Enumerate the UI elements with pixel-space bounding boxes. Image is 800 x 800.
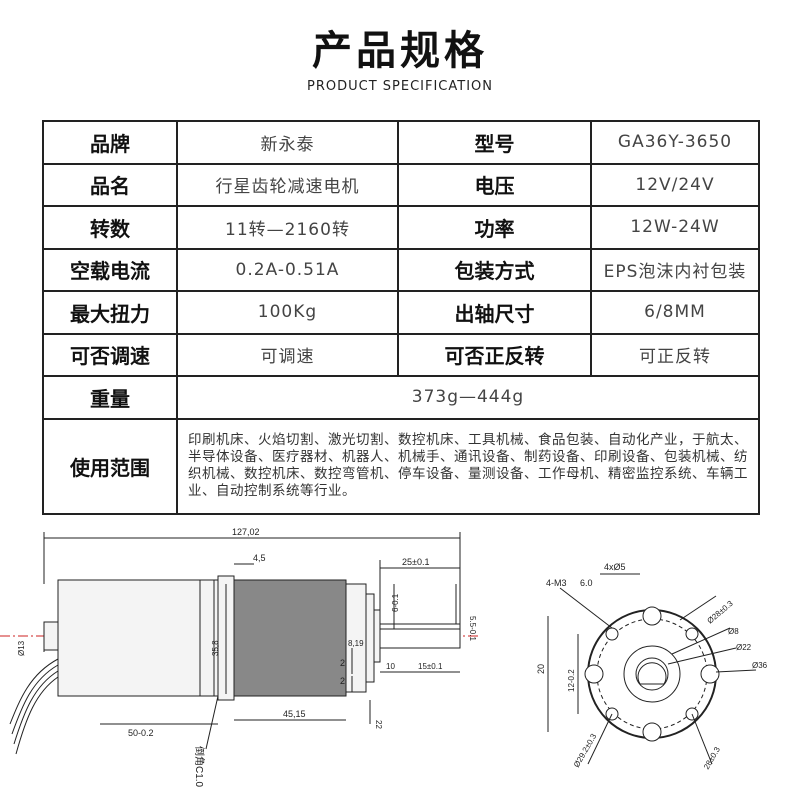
dim-20: 20 — [536, 664, 546, 674]
spec-table: 品牌 新永泰 型号 GA36Y-3650 品名 行星齿轮减速电机 电压 12V/… — [42, 120, 760, 515]
brand-label: 品牌 — [42, 120, 178, 165]
wire — [15, 676, 59, 755]
weight-value: 373g—444g — [176, 375, 760, 420]
adjust-label: 可否调速 — [42, 332, 178, 377]
model-value: GA36Y-3650 — [590, 120, 760, 165]
front-view — [547, 573, 757, 765]
dim-28b: 28±0.3 — [702, 745, 722, 771]
dia-8: Ø8 — [728, 627, 739, 636]
speed-value: 11转—2160转 — [176, 205, 399, 250]
boss-circle — [623, 645, 681, 703]
torque-label: 最大扭力 — [42, 290, 178, 335]
dim-25: 25±0.1 — [402, 557, 429, 567]
noload-label: 空载电流 — [42, 247, 178, 292]
power-value: 12W-24W — [590, 205, 760, 250]
wire — [13, 670, 59, 745]
adjust-value: 可调速 — [176, 332, 399, 377]
shaft-circle — [635, 657, 669, 691]
voltage-value: 12V/24V — [590, 162, 760, 207]
gearbox — [233, 579, 347, 697]
dim-2b: 2 — [340, 676, 345, 686]
dim-13: Ø13 — [17, 640, 26, 656]
chamfer-note: 倒角C1.0 — [193, 746, 205, 788]
dia-36: Ø36 — [752, 661, 768, 670]
weight-label: 重量 — [42, 375, 178, 420]
brand-value: 新永泰 — [176, 120, 399, 165]
thread-depth: 6.0 — [580, 578, 593, 588]
table-row: 转数 11转—2160转 功率 12W-24W — [42, 205, 760, 250]
noload-value: 0.2A-0.51A — [176, 247, 399, 292]
dia-22: Ø22 — [736, 643, 752, 652]
dim-10: 10 — [386, 662, 395, 671]
thread-spec: 4-M3 — [546, 578, 567, 588]
dim-50: 50-0.2 — [128, 728, 154, 738]
dim-8-19: 8,19 — [348, 639, 364, 648]
table-row: 使用范围 印刷机床、火焰切割、激光切割、数控机床、工具机械、食品包装、自动化产业… — [42, 417, 760, 515]
motor-body — [57, 579, 219, 697]
holes-4: 4xØ5 — [604, 562, 626, 572]
side-view — [0, 532, 478, 755]
reverse-label: 可否正反转 — [397, 332, 592, 377]
technical-drawing: 127,02 4,5 25±0.1 5.5-0.1 6-0.1 Ø13 35,8… — [0, 527, 768, 788]
dim-5-5: 5.5-0.1 — [468, 616, 477, 641]
voltage-label: 电压 — [397, 162, 592, 207]
output-shaft — [379, 623, 461, 649]
package-value: EPS泡沫内衬包装 — [590, 247, 760, 292]
shaft-value: 6/8MM — [590, 290, 760, 335]
name-value: 行星齿轮减速电机 — [176, 162, 399, 207]
dim-total: 127,02 — [232, 527, 260, 537]
reverse-value: 可正反转 — [590, 332, 760, 377]
shaft-label: 出轴尺寸 — [397, 290, 592, 335]
table-row: 品名 行星齿轮减速电机 电压 12V/24V — [42, 162, 760, 207]
dim-22: 22 — [374, 720, 383, 729]
table-row: 最大扭力 100Kg 出轴尺寸 6/8MM — [42, 290, 760, 335]
rear-cap — [43, 621, 59, 651]
package-label: 包装方式 — [397, 247, 592, 292]
wire — [9, 658, 59, 725]
dia-28: Ø28±0.3 — [706, 599, 736, 626]
table-row: 重量 373g—444g — [42, 375, 760, 420]
dim-35-8: 35,8 — [211, 640, 220, 656]
torque-value: 100Kg — [176, 290, 399, 335]
model-label: 型号 — [397, 120, 592, 165]
speed-label: 转数 — [42, 205, 178, 250]
dim-12: 12-0.2 — [567, 669, 576, 692]
dim-2a: 2 — [340, 658, 345, 668]
dim-4-5: 4,5 — [253, 553, 266, 563]
table-row: 可否调速 可调速 可否正反转 可正反转 — [42, 332, 760, 377]
page-subtitle: PRODUCT SPECIFICATION — [306, 79, 493, 94]
dim-45-15: 45,15 — [283, 709, 306, 719]
power-label: 功率 — [397, 205, 592, 250]
usage-label: 使用范围 — [42, 417, 178, 515]
name-label: 品名 — [42, 162, 178, 207]
dim-15: 15±0.1 — [418, 662, 443, 671]
page-title: 产品规格 — [312, 28, 488, 74]
table-row: 空载电流 0.2A-0.51A 包装方式 EPS泡沫内衬包装 — [42, 247, 760, 292]
dim-6: 6-0.1 — [391, 593, 400, 612]
flange-outer — [587, 609, 717, 739]
usage-value: 印刷机床、火焰切割、激光切割、数控机床、工具机械、食品包装、自动化产业，于航太、… — [176, 417, 760, 515]
wire — [11, 664, 59, 735]
table-row: 品牌 新永泰 型号 GA36Y-3650 — [42, 120, 760, 165]
shaft-flat — [637, 662, 667, 685]
